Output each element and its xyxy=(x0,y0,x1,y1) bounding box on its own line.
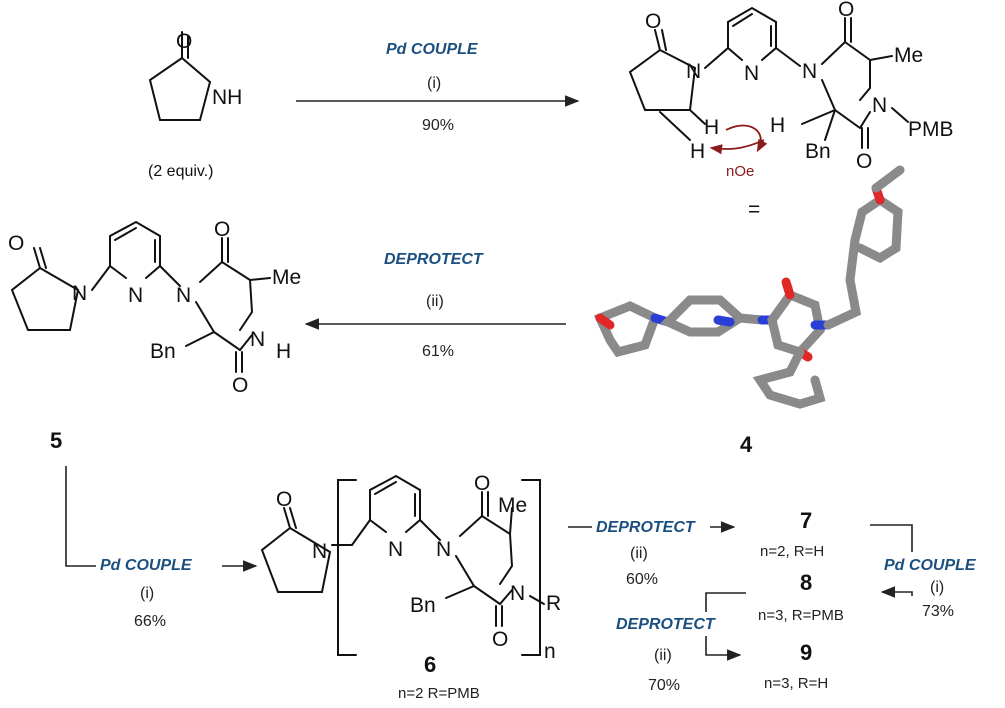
compound-6-label: 6 xyxy=(424,652,436,677)
svg-text:O: O xyxy=(492,628,508,651)
svg-text:N: N xyxy=(72,282,87,305)
step5-yield: 73% xyxy=(922,603,954,620)
step4-name: DEPROTECT xyxy=(596,519,696,536)
compound-4-label: 4 xyxy=(740,432,753,457)
svg-text:n: n xyxy=(544,640,556,663)
compound-4-structure: O N N N O N Me O PMB Bn H H H nOe = xyxy=(628,0,954,221)
step1-arrow: Pd COUPLE (i) 90% xyxy=(296,41,580,134)
step1-code: (i) xyxy=(427,75,441,92)
svg-text:O: O xyxy=(214,218,230,241)
step3-yield: 66% xyxy=(134,613,166,630)
svg-text:O: O xyxy=(645,10,661,33)
step2-code: (ii) xyxy=(426,293,444,310)
step6-name: DEPROTECT xyxy=(616,616,716,633)
svg-text:Bn: Bn xyxy=(410,594,436,617)
step5-arrow: Pd COUPLE (i) 73% xyxy=(870,524,977,620)
step2-name: DEPROTECT xyxy=(384,251,484,268)
compound-9-label: 9 xyxy=(800,640,812,665)
compound-8-label: 8 xyxy=(800,570,812,595)
atom-NH: NH xyxy=(212,86,242,109)
step4-code: (ii) xyxy=(630,545,648,562)
step3-arrow: Pd COUPLE (i) 66% xyxy=(65,466,258,630)
equals-sign: = xyxy=(748,198,760,221)
compound-6-structure: O N n N N O Me N R Bn O xyxy=(260,472,561,663)
svg-text:Bn: Bn xyxy=(150,340,176,363)
step4-arrow: DEPROTECT (ii) 60% xyxy=(568,519,736,588)
svg-text:O: O xyxy=(276,488,292,511)
compound-6-desc: n=2 R=PMB xyxy=(398,685,480,702)
step1-name: Pd COUPLE xyxy=(386,41,479,58)
reagent-equiv-label: (2 equiv.) xyxy=(148,163,214,180)
compound-4-3d-model xyxy=(593,165,905,409)
svg-text:O: O xyxy=(8,232,24,255)
step6-arrow: DEPROTECT (ii) 70% xyxy=(616,592,746,694)
step6-code: (ii) xyxy=(654,647,672,664)
compound-7-desc: n=2, R=H xyxy=(760,543,824,560)
svg-text:Bn: Bn xyxy=(805,140,831,163)
compound-8-desc: n=3, R=PMB xyxy=(758,607,844,624)
atom-O: O xyxy=(176,30,192,53)
svg-text:N: N xyxy=(744,62,759,85)
svg-text:O: O xyxy=(474,472,490,495)
step6-yield: 70% xyxy=(648,677,680,694)
step5-name: Pd COUPLE xyxy=(884,557,977,574)
compound-5-label: 5 xyxy=(50,428,62,453)
svg-text:O: O xyxy=(232,374,248,397)
svg-text:PMB: PMB xyxy=(908,118,954,141)
svg-text:N: N xyxy=(250,328,265,351)
step1-yield: 90% xyxy=(422,117,454,134)
step4-yield: 60% xyxy=(626,571,658,588)
svg-text:Me: Me xyxy=(272,266,301,289)
svg-text:R: R xyxy=(546,592,561,615)
svg-text:H: H xyxy=(690,140,705,163)
svg-text:H: H xyxy=(704,116,719,139)
step2-yield: 61% xyxy=(422,343,454,360)
noe-label: nOe xyxy=(726,163,754,180)
svg-text:N: N xyxy=(128,284,143,307)
svg-text:N: N xyxy=(802,60,817,83)
svg-text:N: N xyxy=(176,284,191,307)
step2-arrow: DEPROTECT (ii) 61% xyxy=(304,251,566,360)
step5-code: (i) xyxy=(930,579,944,596)
svg-text:H: H xyxy=(276,340,291,363)
svg-text:N: N xyxy=(510,582,525,605)
svg-text:O: O xyxy=(856,150,872,173)
svg-text:Me: Me xyxy=(498,494,527,517)
reagent-pyrrolidinone: O NH (2 equiv.) xyxy=(148,30,242,180)
svg-text:N: N xyxy=(872,94,887,117)
svg-text:N: N xyxy=(436,538,451,561)
compound-9-desc: n=3, R=H xyxy=(764,675,828,692)
compound-7-label: 7 xyxy=(800,508,812,533)
compound-5-structure: O N N N O Me N H Bn O xyxy=(8,218,301,397)
svg-text:N: N xyxy=(312,540,327,563)
step3-code: (i) xyxy=(140,585,154,602)
svg-text:Me: Me xyxy=(894,44,923,67)
svg-text:N: N xyxy=(388,538,403,561)
svg-text:N: N xyxy=(686,60,701,83)
svg-text:H: H xyxy=(770,114,785,137)
step3-name: Pd COUPLE xyxy=(100,557,193,574)
svg-text:O: O xyxy=(838,0,854,21)
